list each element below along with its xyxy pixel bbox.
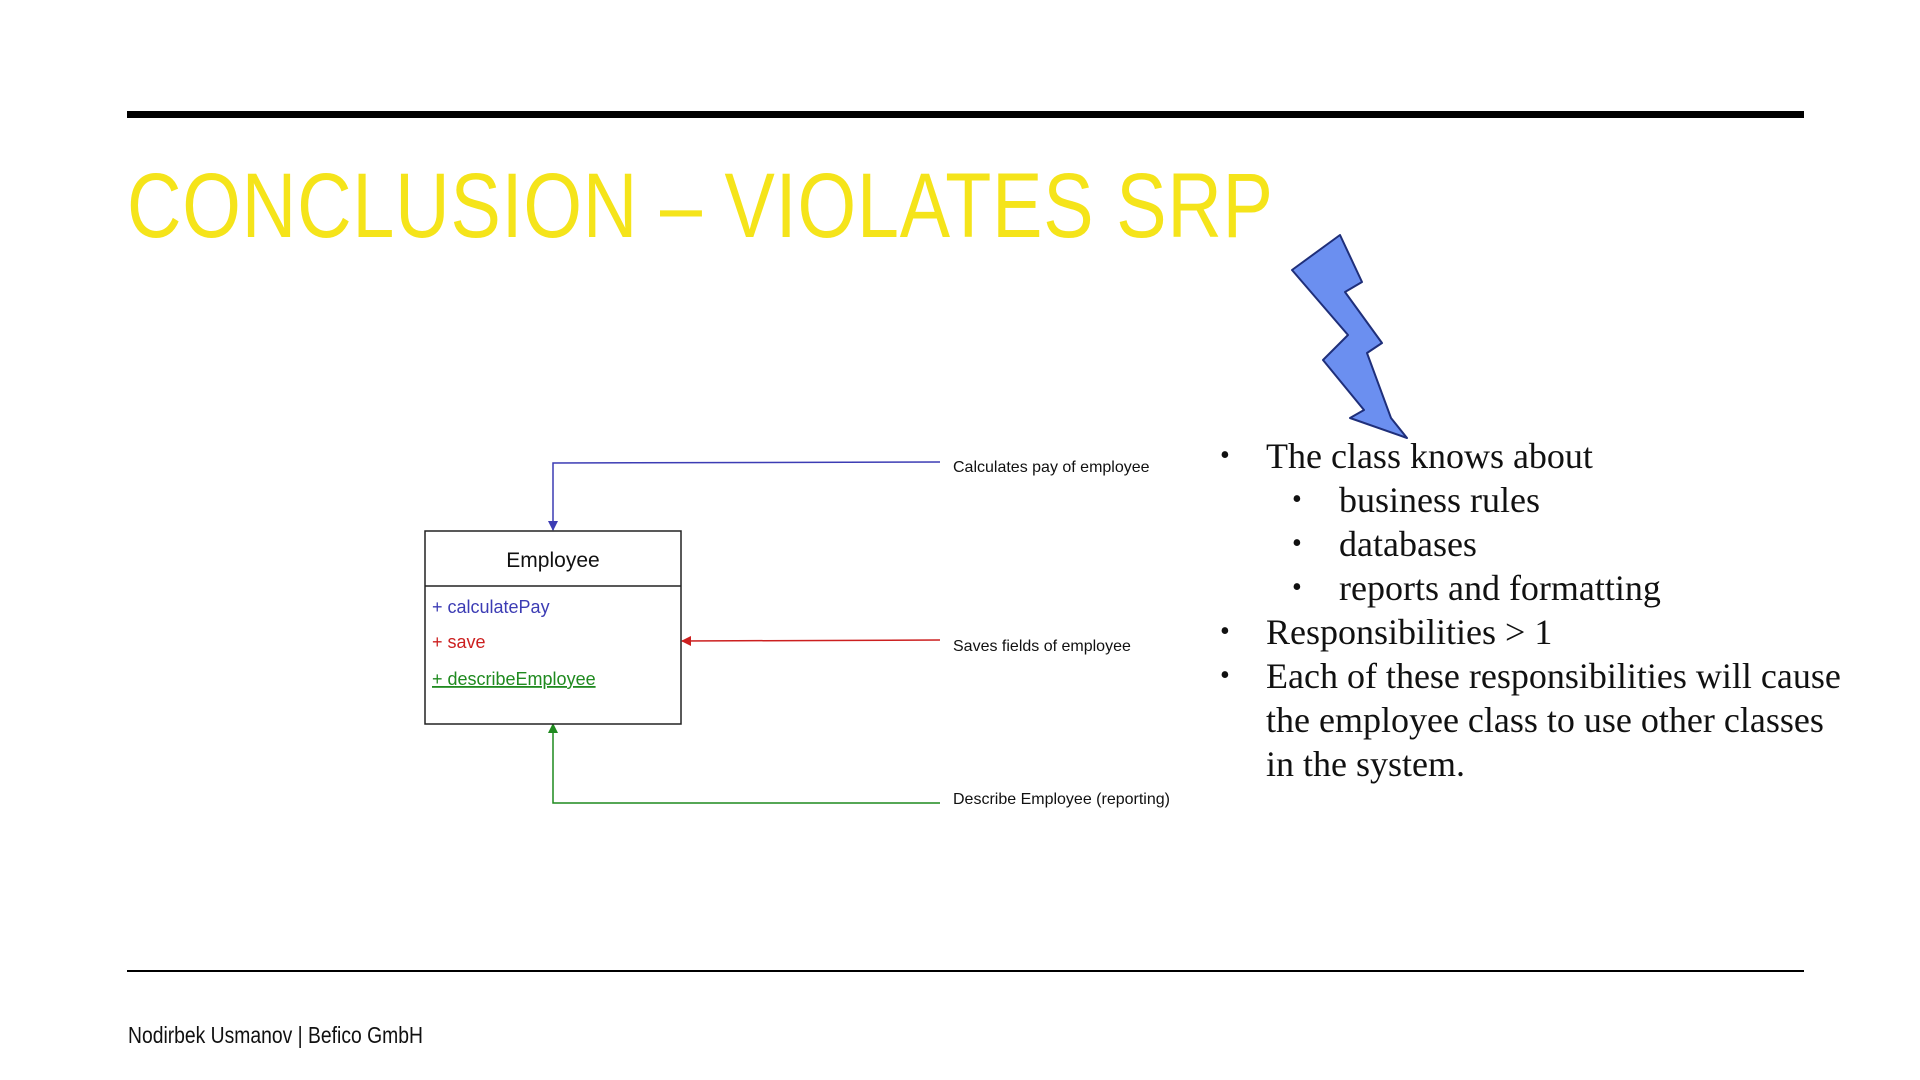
note-describe-employee: Describe Employee (reporting) — [953, 791, 1170, 808]
bottom-rule — [127, 970, 1804, 972]
note-calculates-pay: Calculates pay of employee — [953, 459, 1150, 476]
method-save: + save — [432, 632, 486, 652]
class-name: Employee — [506, 549, 599, 572]
class-box — [424, 530, 682, 725]
bullet-dot: • — [1292, 484, 1302, 515]
bullet-text: Responsibilities > 1 — [1266, 612, 1553, 652]
connector-describe — [548, 723, 940, 804]
bullet-continuation: the employee class to use other classes — [1218, 698, 1918, 742]
bullet-text: business rules — [1339, 480, 1540, 520]
bullet-text: in the system. — [1266, 744, 1465, 784]
footer-author: Nodirbek Usmanov | Befico GmbH — [128, 1022, 423, 1048]
bullet-list: • The class knows about • business rules •… — [1218, 434, 1918, 786]
top-rule — [127, 111, 1804, 118]
bullet-dot: • — [1220, 660, 1230, 691]
sub-bullet-item: • databases — [1218, 522, 1918, 566]
bullet-dot: • — [1292, 528, 1302, 559]
bullet-item: • Responsibilities > 1 — [1218, 610, 1918, 654]
bullet-continuation: in the system. — [1218, 742, 1918, 786]
bullet-dot: • — [1220, 440, 1230, 471]
method-describe-employee: + describeEmployee — [432, 669, 596, 689]
sub-bullet-item: • business rules — [1218, 478, 1918, 522]
connector-save — [681, 635, 941, 646]
note-saves-fields: Saves fields of employee — [953, 638, 1131, 655]
bullet-item: • Each of these responsibilities will cau… — [1218, 654, 1918, 698]
connector-pay — [548, 461, 941, 531]
bullet-dot: • — [1292, 572, 1302, 603]
bullet-dot: • — [1220, 616, 1230, 647]
method-calculate-pay: + calculatePay — [432, 597, 550, 617]
bullet-text: Each of these responsibilities will caus… — [1266, 656, 1841, 696]
bullet-text: the employee class to use other classes — [1266, 700, 1824, 740]
bullet-text: reports and formatting — [1339, 568, 1661, 608]
bullet-text: The class knows about — [1266, 436, 1593, 476]
slide-title: CONCLUSION – VIOLATES SRP — [127, 155, 1274, 257]
bullet-text: databases — [1339, 524, 1477, 564]
bullet-item: • The class knows about — [1218, 434, 1918, 478]
sub-bullet-item: • reports and formatting — [1218, 566, 1918, 610]
